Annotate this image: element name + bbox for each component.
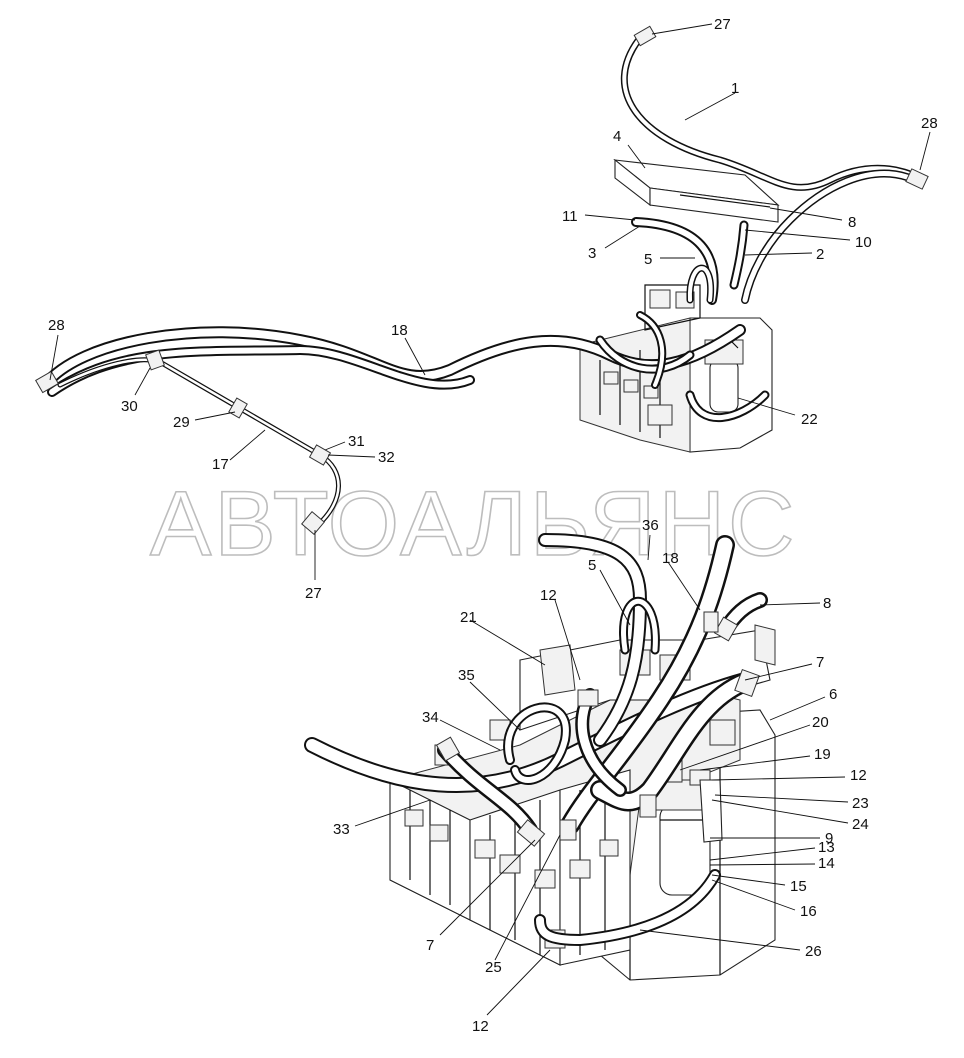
callout-12-right: 12	[850, 767, 867, 784]
callout-7-right: 7	[816, 654, 824, 671]
callout-6: 6	[829, 686, 837, 703]
callout-31: 31	[348, 433, 365, 450]
callout-27: 27	[714, 16, 731, 33]
callout-35: 35	[458, 667, 475, 684]
clamp-29	[228, 397, 248, 419]
callout-13: 13	[818, 839, 835, 856]
callout-20: 20	[812, 714, 829, 731]
callout-18-bottom: 18	[662, 550, 679, 567]
callout-2: 2	[816, 246, 824, 263]
callout-28-left: 28	[48, 317, 65, 334]
top-leaders	[49, 23, 931, 580]
callout-10: 10	[855, 234, 872, 251]
callout-30: 30	[121, 398, 138, 415]
callout-28: 28	[921, 115, 938, 132]
callout-8-bottom: 8	[823, 595, 831, 612]
callout-1: 1	[731, 80, 739, 97]
callout-16: 16	[800, 903, 817, 920]
callout-29: 29	[173, 414, 190, 431]
top-assembly: 27 1 28 4 8 11 10 3 2 5 18 22 28 30 29 1…	[35, 16, 938, 602]
top-callouts: 27 1 28 4 8 11 10 3 2 5 18 22 28 30 29 1…	[48, 16, 938, 602]
callout-18: 18	[391, 322, 408, 339]
callout-23: 23	[852, 795, 869, 812]
callout-36: 36	[642, 517, 659, 534]
callout-24: 24	[852, 816, 869, 833]
callout-15: 15	[790, 878, 807, 895]
callout-19: 19	[814, 746, 831, 763]
callout-17: 17	[212, 456, 229, 473]
top-cooler	[613, 158, 780, 223]
bottom-assembly: 36 18 5 8 12 21 7 35 6 34 20 19 12 23 24…	[304, 517, 869, 1035]
bottom-leaders	[354, 534, 849, 1016]
watermark: АВТОАЛЬЯНС	[150, 473, 798, 575]
callout-33: 33	[333, 821, 350, 838]
callout-21: 21	[460, 609, 477, 626]
callout-26: 26	[805, 943, 822, 960]
bottom-callouts: 36 18 5 8 12 21 7 35 6 34 20 19 12 23 24…	[333, 517, 869, 1035]
callout-7-left: 7	[426, 937, 434, 954]
callout-34: 34	[422, 709, 439, 726]
callout-5-bottom: 5	[588, 557, 596, 574]
fitting-28-right	[905, 168, 929, 190]
clamp-30	[145, 349, 165, 371]
callout-8: 8	[848, 214, 856, 231]
callout-5: 5	[644, 251, 652, 268]
callout-25: 25	[485, 959, 502, 976]
callout-14: 14	[818, 855, 835, 872]
callout-12-bottom: 12	[472, 1018, 489, 1035]
fitting-28-left	[35, 370, 59, 394]
callout-22: 22	[801, 411, 818, 428]
callout-9: 9	[825, 830, 833, 847]
callout-12-top: 12	[540, 587, 557, 604]
callout-11: 11	[562, 208, 578, 225]
callout-32: 32	[378, 449, 395, 466]
callout-3: 3	[588, 245, 596, 262]
callout-4: 4	[613, 128, 621, 145]
fitting-27-bottom	[301, 511, 325, 535]
callout-27-bottom: 27	[305, 585, 322, 602]
fitting-27-top	[633, 25, 657, 47]
